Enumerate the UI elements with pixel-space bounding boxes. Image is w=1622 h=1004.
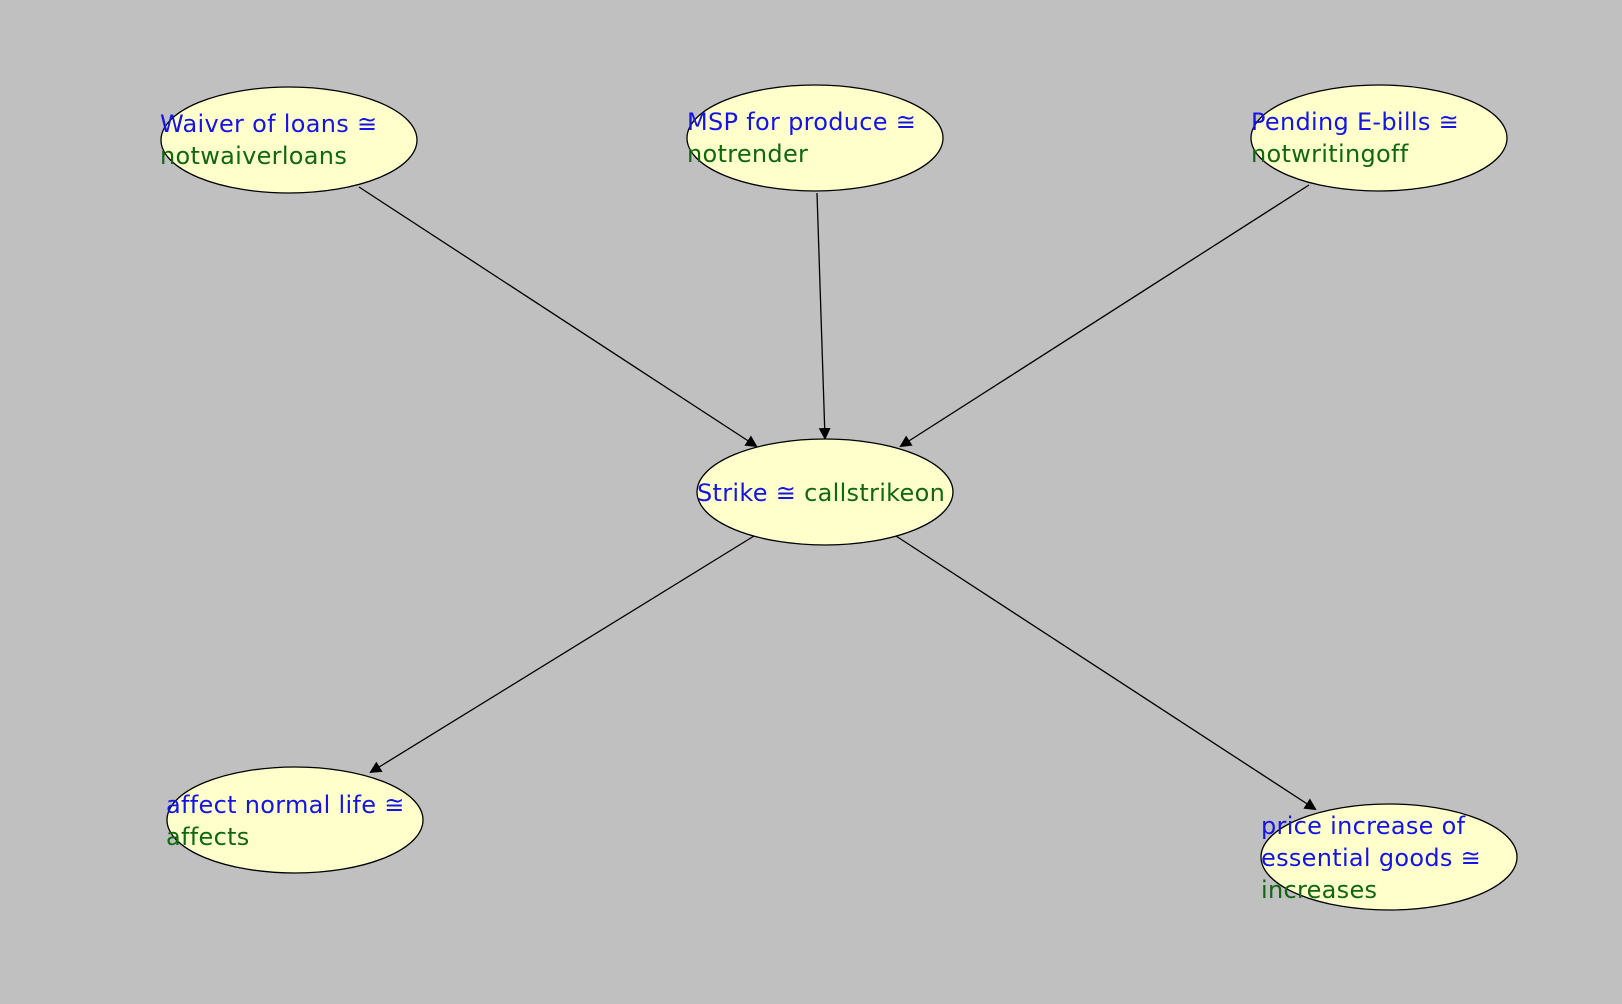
- equivalence-symbol: ≅: [775, 479, 797, 507]
- node-ebills-label: Pending E-bills ≅ notwritingoff: [1251, 106, 1459, 170]
- equivalence-symbol: ≅: [1460, 844, 1482, 872]
- concept-text: Waiver of loans: [160, 110, 350, 138]
- node-msp-label: MSP for produce ≅ notrender: [687, 106, 916, 170]
- edge-msp-to-strike: [816, 192, 831, 440]
- concept-text: Pending E-bills: [1251, 108, 1431, 136]
- equivalence-symbol: ≅: [1438, 108, 1459, 136]
- edge-ebills-to-strike: [899, 184, 1310, 448]
- node-waiver-label: Waiver of loans ≅ notwaiverloans: [160, 108, 377, 172]
- concept-text: Strike: [697, 479, 768, 507]
- node-normal-label: affect normal life ≅ affects: [166, 789, 405, 853]
- concept-text: affect normal life: [166, 791, 377, 819]
- edge-waiver-to-strike: [358, 186, 758, 448]
- concept-text: MSP for produce: [687, 108, 888, 136]
- alias-text: increases: [1261, 876, 1378, 904]
- node-price-ellipse[interactable]: [1260, 803, 1518, 911]
- alias-text: notwritingoff: [1251, 140, 1409, 168]
- node-waiver-ellipse[interactable]: [160, 86, 418, 194]
- equivalence-symbol: ≅: [895, 108, 917, 136]
- node-ebills-ellipse[interactable]: [1250, 84, 1508, 192]
- alias-text: affects: [166, 823, 250, 851]
- node-price-label: price increase of essential goods ≅ incr…: [1261, 810, 1501, 906]
- alias-text: notwaiverloans: [160, 142, 348, 170]
- equivalence-symbol: ≅: [357, 110, 378, 138]
- node-strike-label: Strike ≅ callstrikeon: [697, 477, 945, 509]
- concept-text: price increase of essential goods: [1261, 812, 1466, 872]
- node-normal-ellipse[interactable]: [166, 766, 424, 874]
- node-msp-ellipse[interactable]: [686, 84, 944, 192]
- alias-text: notrender: [687, 140, 809, 168]
- edge-strike-to-price: [895, 535, 1317, 811]
- equivalence-symbol: ≅: [384, 791, 405, 819]
- edge-strike-to-normal: [369, 535, 755, 774]
- alias-text: callstrikeon: [804, 479, 946, 507]
- node-strike-ellipse[interactable]: [696, 438, 954, 546]
